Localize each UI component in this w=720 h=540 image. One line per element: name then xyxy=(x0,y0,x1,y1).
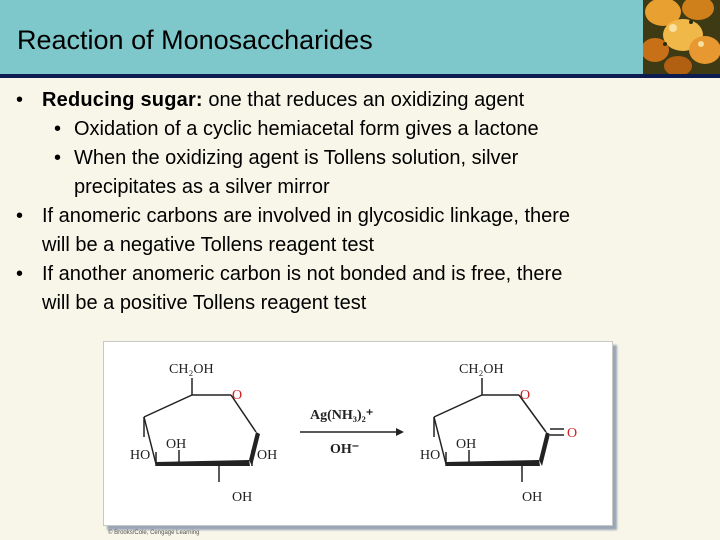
fruit-photo-image xyxy=(643,0,720,74)
bullet-list: • Reducing sugar: one that reduces an ox… xyxy=(0,86,720,318)
sub-bullet-item: • Oxidation of a cyclic hemiacetal form … xyxy=(0,115,720,144)
left-ch2oh-label: CH₂OH xyxy=(169,362,214,377)
left-ring-oxygen: O xyxy=(232,388,242,403)
right-oh-bottom: OH xyxy=(522,490,542,505)
header-photo xyxy=(643,0,720,74)
bullet-continuation: will be a positive Tollens reagent test xyxy=(0,289,720,318)
right-ho-label: HO xyxy=(420,448,440,463)
figure-credit: © Brooks/Cole, Cengage Learning xyxy=(108,530,200,536)
bullet-text: When the oxidizing agent is Tollens solu… xyxy=(74,147,519,169)
left-molecule: CH₂OH O OH HO OH OH xyxy=(130,362,277,505)
reagent-bottom-label: OH⁻ xyxy=(330,442,359,457)
right-ch2oh-label: CH₂OH xyxy=(459,362,504,377)
right-carbonyl-oxygen: O xyxy=(567,426,577,441)
bullet-text: one that reduces an oxidizing agent xyxy=(202,89,525,111)
bullet-item: • Reducing sugar: one that reduces an ox… xyxy=(0,86,720,115)
bullet-text: If another anomeric carbon is not bonded… xyxy=(42,263,563,285)
sub-bullet-item: • When the oxidizing agent is Tollens so… xyxy=(0,144,720,173)
bullet-continuation: precipitates as a silver mirror xyxy=(0,173,720,202)
left-oh-right: OH xyxy=(257,448,277,463)
bullet-item: • If anomeric carbons are involved in gl… xyxy=(0,202,720,231)
reagent-top-label: Ag(NH₃)₂⁺ xyxy=(310,408,373,423)
reaction-arrow: Ag(NH₃)₂⁺ OH⁻ xyxy=(300,408,404,457)
left-ho-label: HO xyxy=(130,448,150,463)
bullet-term: Reducing sugar: xyxy=(42,89,203,111)
bullet-dot-icon: • xyxy=(54,118,62,140)
bullet-text: will be a positive Tollens reagent test xyxy=(42,292,367,314)
bullet-continuation: will be a negative Tollens reagent test xyxy=(0,231,720,260)
left-oh-bottom: OH xyxy=(232,490,252,505)
bullet-text: If anomeric carbons are involved in glyc… xyxy=(42,205,571,227)
left-oh-inner: OH xyxy=(166,437,186,452)
arrow-head-icon xyxy=(396,428,404,436)
bullet-text: will be a negative Tollens reagent test xyxy=(42,234,375,256)
reaction-figure: CH₂OH O OH HO OH OH Ag(NH₃)₂⁺ OH⁻ xyxy=(103,341,613,526)
bullet-item: • If another anomeric carbon is not bond… xyxy=(0,260,720,289)
right-oh-inner: OH xyxy=(456,437,476,452)
right-molecule: CH₂OH O O OH HO OH xyxy=(420,362,577,505)
slide-title: Reaction of Monosaccharides xyxy=(17,25,373,55)
right-ring-oxygen: O xyxy=(520,388,530,403)
reaction-diagram: CH₂OH O OH HO OH OH Ag(NH₃)₂⁺ OH⁻ xyxy=(130,362,577,505)
bullet-dot-icon: • xyxy=(16,89,24,111)
title-divider xyxy=(0,74,720,78)
bullet-dot-icon: • xyxy=(54,147,62,169)
bullet-text: precipitates as a silver mirror xyxy=(74,176,330,198)
bullet-dot-icon: • xyxy=(16,205,24,227)
title-bar: Reaction of Monosaccharides xyxy=(0,0,643,74)
bullet-dot-icon: • xyxy=(16,263,24,285)
bullet-text: Oxidation of a cyclic hemiacetal form gi… xyxy=(74,118,539,140)
